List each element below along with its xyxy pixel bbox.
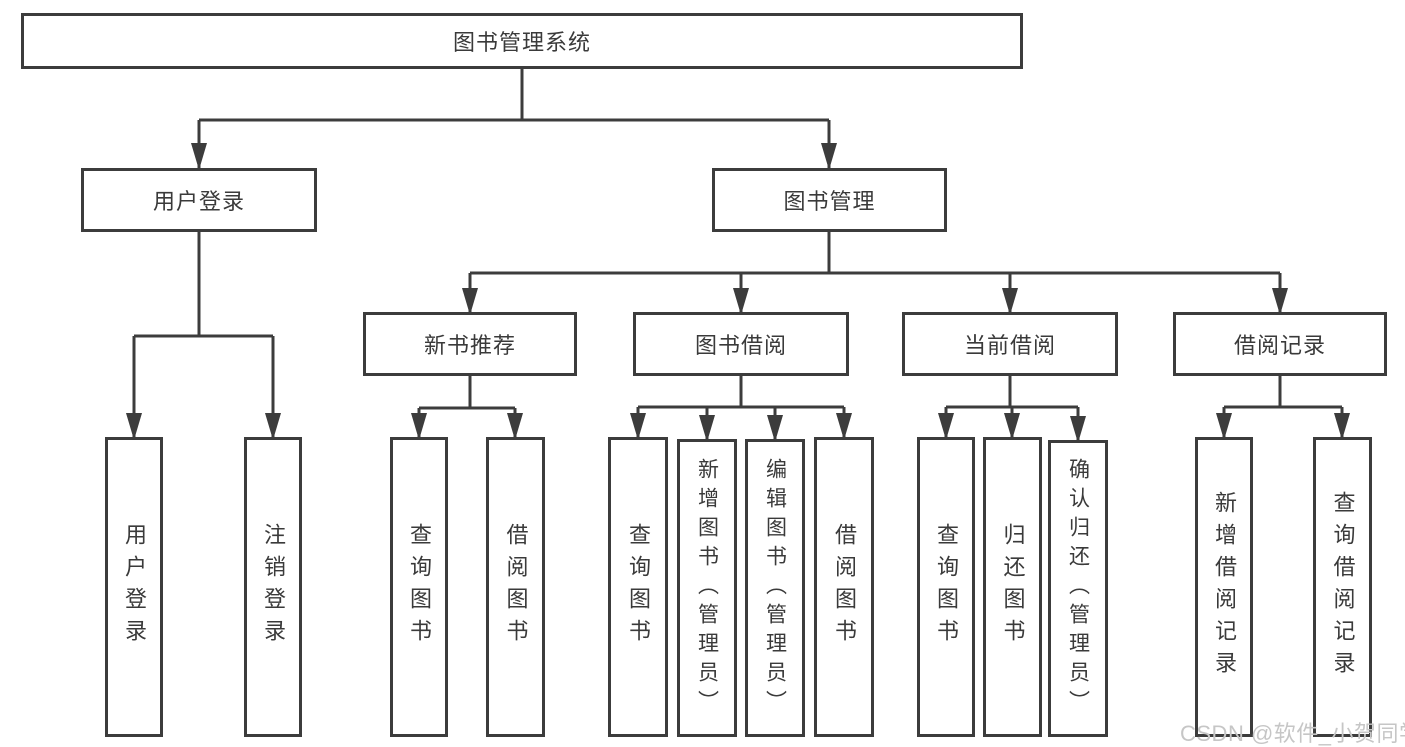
node-label: 查询图书 bbox=[934, 523, 959, 651]
csdn-watermark: CSDN @软件_小贺同学 bbox=[1180, 721, 1405, 746]
node-label: 借阅图书 bbox=[503, 523, 529, 651]
node-label: 查询借阅记录 bbox=[1330, 491, 1356, 683]
leaf-nbr-borrow-books: 借阅图书 bbox=[486, 437, 545, 737]
leaf-bb-borrow-books: 借阅图书 bbox=[814, 437, 874, 737]
leaf-cb-query-books: 查询图书 bbox=[917, 437, 975, 737]
leaf-br-add-borrow-record: 新增借阅记录 bbox=[1195, 437, 1253, 737]
node-label: 新增借阅记录 bbox=[1212, 491, 1237, 683]
node-label: 归还图书 bbox=[1000, 523, 1026, 651]
leaf-br-query-borrow-record: 查询借阅记录 bbox=[1313, 437, 1372, 737]
node-label: 新增图书（管理员） bbox=[695, 457, 719, 719]
leaf-bb-query-books: 查询图书 bbox=[608, 437, 668, 737]
node-label: 新书推荐 bbox=[423, 333, 516, 358]
leaf-bb-add-books-admin: 新增图书（管理员） bbox=[677, 439, 737, 737]
tree-edges bbox=[132, 69, 1344, 440]
leaf-bb-edit-books-admin: 编辑图书（管理员） bbox=[745, 439, 805, 737]
node-library-management-system: 图书管理系统 bbox=[21, 13, 1023, 69]
node-label: 确认归还（管理员） bbox=[1066, 458, 1090, 719]
node-label: 图书管理系统 bbox=[452, 30, 591, 55]
node-book-management: 图书管理 bbox=[712, 168, 947, 232]
node-label: 图书管理 bbox=[783, 189, 876, 214]
leaf-logout-login: 注销登录 bbox=[244, 437, 302, 737]
leaf-cb-return-books: 归还图书 bbox=[983, 437, 1042, 737]
node-label: 图书借阅 bbox=[694, 333, 787, 358]
leaf-nbr-query-books: 查询图书 bbox=[390, 437, 448, 737]
node-label: 用户登录 bbox=[122, 523, 147, 651]
node-current-borrowing: 当前借阅 bbox=[902, 312, 1118, 376]
node-new-book-recommendation: 新书推荐 bbox=[363, 312, 577, 376]
node-label: 查询图书 bbox=[626, 523, 651, 651]
node-label: 注销登录 bbox=[261, 523, 286, 651]
node-label: 借阅记录 bbox=[1233, 333, 1326, 358]
leaf-cb-confirm-return-admin: 确认归还（管理员） bbox=[1048, 440, 1108, 737]
arrowhead-icons bbox=[126, 143, 1350, 443]
leaf-user-login: 用户登录 bbox=[105, 437, 163, 737]
node-label: 查询图书 bbox=[407, 523, 432, 651]
node-label: 编辑图书（管理员） bbox=[763, 457, 787, 719]
node-label: 借阅图书 bbox=[832, 523, 857, 651]
node-label: 当前借阅 bbox=[963, 333, 1056, 358]
node-book-borrowing: 图书借阅 bbox=[633, 312, 849, 376]
node-label: 用户登录 bbox=[152, 189, 245, 214]
node-user-login: 用户登录 bbox=[81, 168, 317, 232]
node-borrowing-records: 借阅记录 bbox=[1173, 312, 1387, 376]
